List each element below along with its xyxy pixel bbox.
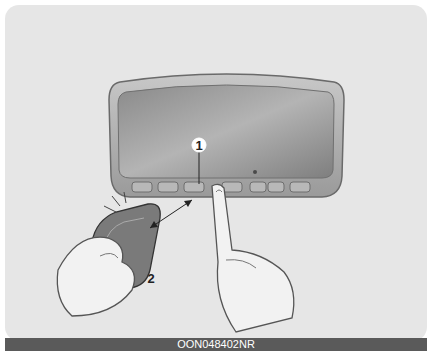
- callout-number: 1: [195, 139, 202, 152]
- callout-number: 2: [147, 272, 154, 285]
- indicator-led: [253, 170, 257, 174]
- knuckle-line: [226, 260, 256, 268]
- background-panel: [5, 5, 427, 341]
- distance-arrow: [150, 200, 192, 228]
- pressing-hand: [212, 184, 294, 332]
- fingernail: [216, 190, 222, 192]
- signal-rays: [104, 192, 126, 212]
- callout-circle: [192, 138, 206, 152]
- image-code: OON048402NR: [177, 339, 255, 350]
- mirror-housing: [109, 74, 344, 197]
- leader-line: [199, 152, 200, 184]
- code-bar: [5, 338, 427, 351]
- mirror-glass: [118, 85, 334, 178]
- remote-transmitter: [57, 204, 160, 316]
